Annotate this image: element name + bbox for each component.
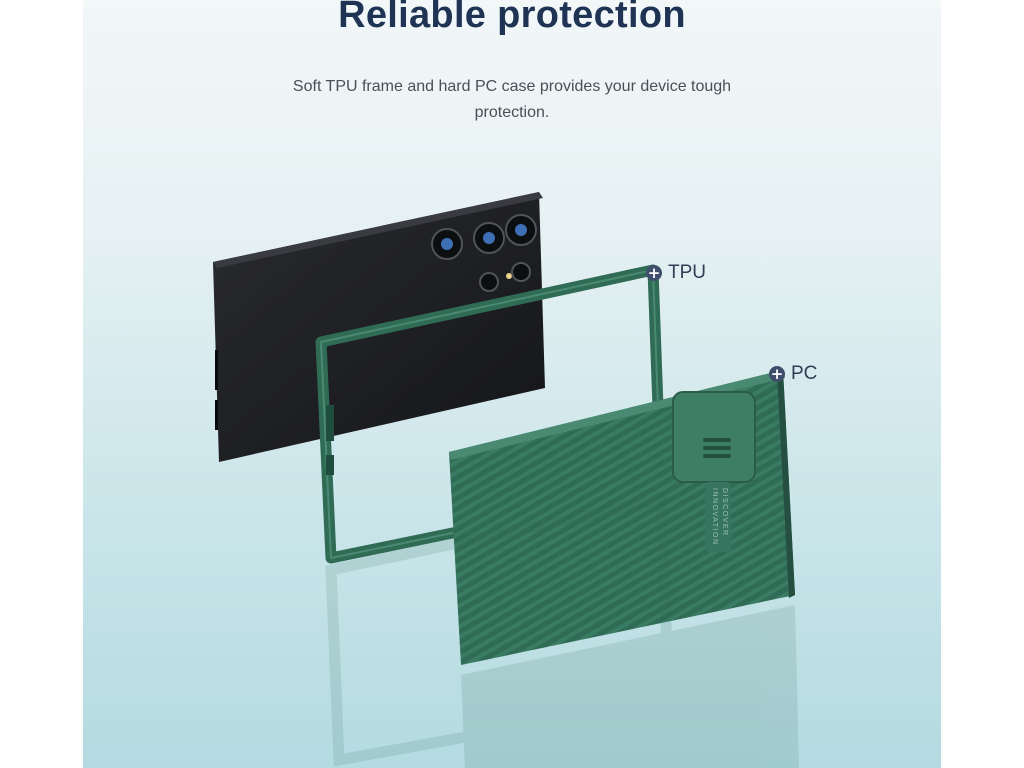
tpu-callout: + TPU xyxy=(646,262,706,284)
page-title: Reliable protection xyxy=(338,0,686,36)
product-illustration: DISCOVER INNOVATION xyxy=(213,192,799,768)
product-banner: Reliable protection Soft TPU frame and h… xyxy=(83,0,941,768)
floor-reflection xyxy=(325,493,799,768)
camera-slider xyxy=(672,391,756,552)
tpu-label: TPU xyxy=(668,262,706,283)
plus-circle-icon: + xyxy=(646,264,662,282)
description-text: Soft TPU frame and hard PC case provides… xyxy=(292,78,732,121)
case-print-line1: DISCOVER xyxy=(721,488,728,537)
pc-label: PC xyxy=(791,363,818,384)
camera-module xyxy=(431,214,537,292)
case-print-line2: INNOVATION xyxy=(711,488,718,546)
pc-case: DISCOVER INNOVATION xyxy=(449,370,795,665)
plus-circle-icon: + xyxy=(769,365,785,383)
pc-callout: + PC xyxy=(769,363,817,385)
